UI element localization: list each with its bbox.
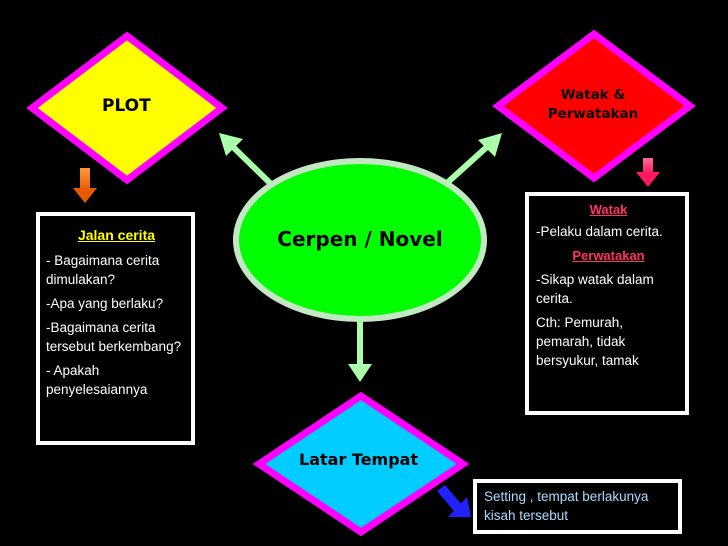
arrow-latar-right: [437, 485, 471, 517]
plot-box-item-1: - Bagaimana cerita dimulakan?: [46, 253, 160, 287]
plot-diamond: [26, 31, 228, 185]
perwatakan-box-title: Perwatakan: [572, 248, 645, 263]
latar-label: Latar Tempat: [299, 450, 419, 469]
plot-box: Jalan cerita - Bagaimana cerita dimulaka…: [36, 212, 195, 445]
watak-box-title: Watak: [589, 202, 628, 217]
arrow-plot-down: [73, 168, 97, 203]
watak-diamond: [492, 29, 696, 183]
plot-box-item-4: - Apakah penyelesaiannya: [46, 363, 148, 397]
watak-box-item-3: Cth: Pemurah, pemarah, tidak bersyukur, …: [536, 315, 639, 368]
watak-box: Watak -Pelaku dalam cerita. Perwatakan -…: [525, 192, 689, 415]
arrow-to-watak: [444, 133, 502, 186]
latar-diamond: [252, 391, 470, 537]
watak-box-item-1: -Pelaku dalam cerita.: [536, 224, 663, 239]
plot-box-title: Jalan cerita: [77, 227, 156, 243]
watak-label-line2: Perwatakan: [547, 106, 639, 122]
latar-box: Setting , tempat berlakunya kisah terseb…: [473, 479, 682, 534]
plot-label: PLOT: [102, 96, 151, 116]
center-label: Cerpen / Novel: [277, 227, 443, 251]
plot-box-item-2: -Apa yang berlaku?: [46, 296, 164, 311]
watak-label-line1: Watak &: [560, 87, 626, 103]
plot-box-item-3: -Bagaimana cerita tersebut berkembang?: [46, 320, 182, 354]
arrow-to-latar: [348, 318, 372, 382]
watak-box-item-2: -Sikap watak dalam cerita.: [536, 272, 654, 306]
watak-label: Watak & Perwatakan: [546, 86, 640, 124]
arrow-watak-down: [636, 158, 660, 187]
arrow-to-plot: [219, 133, 273, 186]
